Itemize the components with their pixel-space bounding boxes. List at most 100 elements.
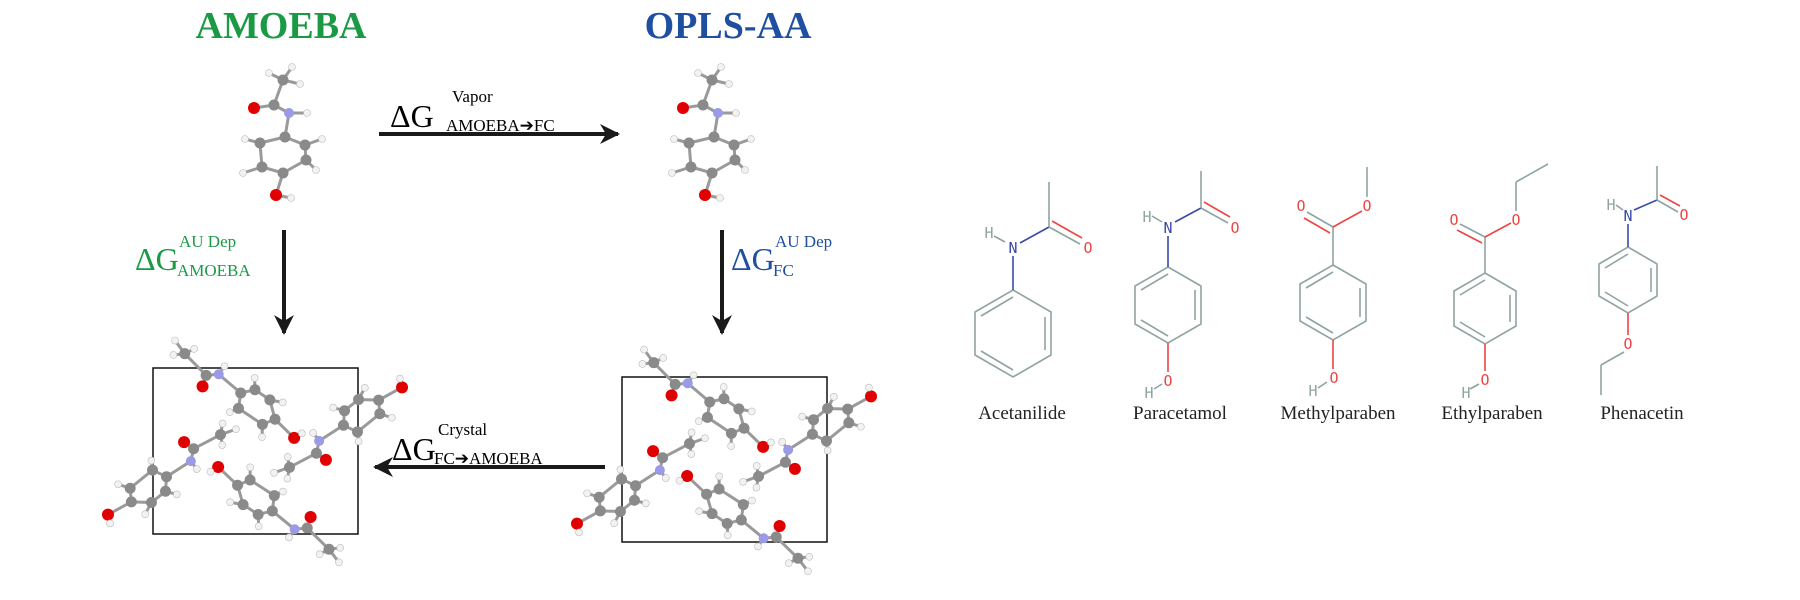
atom-C bbox=[374, 408, 386, 420]
atom-C bbox=[188, 443, 200, 455]
atom-H bbox=[741, 166, 749, 174]
atom-N bbox=[213, 369, 224, 380]
atom-H bbox=[173, 490, 181, 499]
atom-H bbox=[241, 135, 249, 143]
atom-label: N bbox=[1623, 207, 1632, 225]
atom-O bbox=[677, 102, 689, 114]
atom-H bbox=[583, 489, 591, 498]
atom-H bbox=[106, 519, 114, 528]
atom-O bbox=[319, 453, 332, 466]
atom-O bbox=[304, 510, 317, 523]
atom-H bbox=[823, 446, 832, 455]
atom-label: H bbox=[1308, 382, 1317, 400]
atom-O bbox=[647, 445, 660, 458]
unit-cell-fc bbox=[621, 376, 828, 543]
atom-H bbox=[239, 169, 247, 177]
atom-C bbox=[697, 99, 709, 111]
atom-C bbox=[147, 464, 159, 476]
atom-label: H bbox=[1606, 196, 1615, 214]
atom-H bbox=[687, 428, 696, 437]
atom-O bbox=[212, 460, 225, 473]
atom-C bbox=[264, 394, 276, 406]
atom-N bbox=[314, 435, 325, 446]
atom-C bbox=[254, 137, 266, 149]
atom-H bbox=[287, 194, 295, 202]
atom-C bbox=[729, 154, 741, 166]
atom-H bbox=[715, 472, 723, 481]
atom-C bbox=[300, 154, 312, 166]
atom-C bbox=[738, 422, 750, 434]
atom-C bbox=[351, 426, 363, 438]
atom-H bbox=[193, 465, 201, 473]
atom-H bbox=[298, 429, 306, 438]
structure-phenacetin bbox=[1598, 166, 1681, 395]
atom-H bbox=[270, 468, 278, 477]
structure-methylparaben bbox=[1299, 167, 1368, 389]
molecule-amoeba-vapor bbox=[239, 63, 326, 202]
atom-H bbox=[865, 383, 873, 392]
atom-C bbox=[648, 357, 660, 369]
atom-C bbox=[708, 131, 720, 143]
crystal-molecule-amoeba bbox=[270, 374, 409, 483]
atom-C bbox=[124, 482, 136, 494]
atom-C bbox=[843, 417, 855, 429]
atom-C bbox=[215, 429, 227, 441]
atom-label: N bbox=[1008, 239, 1017, 257]
atom-H bbox=[747, 135, 755, 143]
delta-g: ΔG bbox=[390, 98, 434, 134]
atom-H bbox=[336, 544, 345, 552]
atom-C bbox=[735, 514, 747, 526]
atom-label: O bbox=[1623, 335, 1632, 353]
atom-label: O bbox=[1449, 211, 1458, 229]
atom-O bbox=[865, 390, 878, 403]
title-opls-aa: OPLS-AA bbox=[644, 5, 812, 47]
molecule-name-acetanilide: Acetanilide bbox=[978, 403, 1066, 424]
atom-C bbox=[706, 508, 718, 520]
molecule-name-phenacetin: Phenacetin bbox=[1600, 403, 1684, 424]
atom-H bbox=[283, 474, 292, 483]
subscript: FC➔AMOEBA bbox=[434, 449, 543, 468]
atom-H bbox=[318, 135, 326, 143]
atom-H bbox=[717, 63, 725, 71]
atom-C bbox=[594, 505, 606, 517]
atom-C bbox=[628, 494, 640, 506]
atom-H bbox=[226, 498, 234, 507]
atom-O bbox=[570, 517, 583, 530]
atom-C bbox=[283, 461, 295, 473]
skeletal-structures bbox=[974, 163, 1681, 395]
atom-H bbox=[225, 408, 234, 417]
atom-C bbox=[616, 473, 628, 485]
atom-C bbox=[232, 479, 244, 491]
atom-H bbox=[659, 354, 667, 362]
atom-H bbox=[747, 407, 756, 416]
superscript: Vapor bbox=[452, 87, 493, 106]
delta-g: ΔG bbox=[135, 241, 179, 277]
molecule-name-methylparaben: Methylparaben bbox=[1280, 403, 1396, 424]
label-dg-au-dep-fc: ΔG AU Dep FC bbox=[731, 233, 841, 283]
atom-C bbox=[269, 413, 281, 425]
atom-C bbox=[235, 387, 247, 399]
atom-H bbox=[610, 519, 618, 527]
atom-H bbox=[857, 422, 865, 431]
atom-H bbox=[754, 542, 762, 551]
atom-H bbox=[218, 441, 227, 449]
atom-H bbox=[719, 383, 728, 391]
atom-C bbox=[337, 419, 349, 431]
atom-H bbox=[725, 80, 733, 88]
atom-N bbox=[713, 108, 723, 118]
atom-C bbox=[266, 505, 278, 517]
atom-H bbox=[329, 403, 337, 412]
atom-H bbox=[254, 522, 263, 531]
subscript: AMOEBA bbox=[177, 261, 251, 280]
unit-cell-amoeba bbox=[152, 367, 359, 535]
structure-ethylparaben bbox=[1453, 163, 1549, 390]
atom-C bbox=[701, 411, 713, 423]
atom-H bbox=[285, 533, 293, 542]
atom-C bbox=[145, 497, 157, 509]
atom-H bbox=[335, 558, 343, 567]
atom-H bbox=[638, 360, 647, 368]
atom-H bbox=[309, 429, 317, 437]
structure-paracetamol bbox=[1134, 171, 1231, 390]
atom-C bbox=[277, 167, 289, 179]
atom-H bbox=[784, 559, 793, 568]
